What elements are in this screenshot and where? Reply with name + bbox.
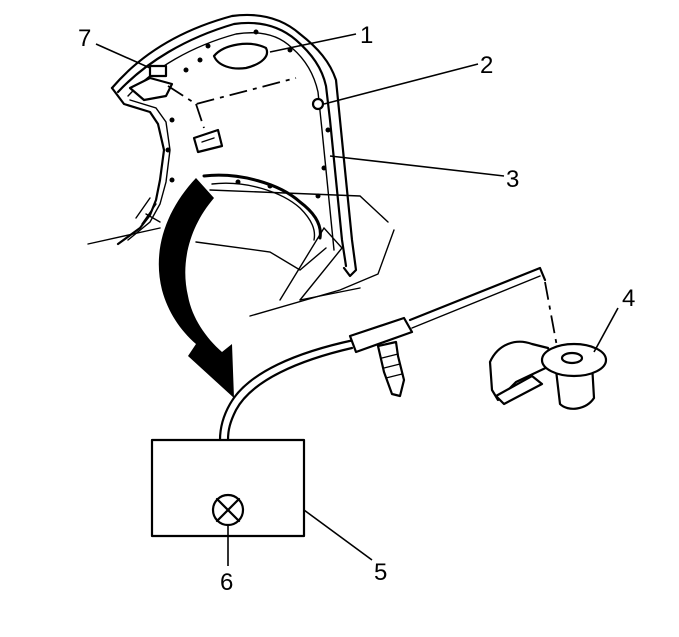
- harness-drop: [195, 103, 205, 129]
- harness-line: [408, 266, 547, 322]
- leader-7: [95, 43, 151, 69]
- trunk-body: [87, 189, 395, 317]
- leader-2: [323, 63, 479, 105]
- lamp-plate: [192, 128, 224, 154]
- push-pin: [376, 340, 406, 398]
- lid-fastener: [197, 57, 203, 63]
- callout-3: 3: [506, 166, 519, 193]
- lid-fastener: [321, 165, 327, 171]
- harness-line-inner: [411, 275, 541, 329]
- callout-7: 7: [78, 25, 91, 52]
- right-pocket: [212, 42, 269, 70]
- callout-5: 5: [374, 559, 387, 586]
- clip-tail: [494, 374, 544, 406]
- leader-5: [303, 509, 373, 561]
- lid-fastener: [325, 127, 331, 133]
- body-line: [299, 287, 361, 301]
- lid-fastener: [169, 117, 175, 123]
- hinge-strut: [135, 197, 161, 225]
- harness-connector: [218, 266, 559, 442]
- body-line: [195, 241, 327, 271]
- trunk-lid-outer-edge: [110, 13, 358, 278]
- callout-1: 1: [360, 22, 373, 49]
- lid-fastener: [165, 147, 171, 153]
- install-path: [544, 281, 559, 353]
- body-line: [279, 226, 343, 301]
- harness-cable: [226, 346, 354, 442]
- lid-fastener: [205, 43, 211, 49]
- body-line: [209, 189, 389, 223]
- push-pin-rib: [383, 363, 401, 369]
- lamp-symbol-cross: [215, 497, 241, 523]
- body-line: [87, 227, 161, 245]
- trunk-lid: [110, 13, 358, 278]
- harness-clip: [488, 340, 608, 410]
- callout-2: 2: [480, 52, 493, 79]
- trunk-lid-left-inner: [127, 99, 171, 241]
- clip-hole: [560, 351, 584, 365]
- trunk-lid-left-edge: [110, 86, 166, 246]
- lower-seal: [202, 173, 322, 240]
- harness-cable-outer: [218, 338, 356, 442]
- leader-4: [593, 307, 619, 353]
- lid-fastener: [183, 67, 189, 73]
- push-pin-rib: [381, 353, 399, 359]
- grommet: [311, 97, 325, 111]
- lid-fastener: [169, 177, 175, 183]
- leader-1: [269, 33, 357, 53]
- lamp-plate-line: [201, 137, 215, 143]
- view-arrow: [158, 178, 234, 398]
- harness-connector-body: [348, 316, 414, 354]
- lid-fastener: [253, 29, 259, 35]
- body-line: [249, 229, 395, 317]
- lower-seal-inner: [211, 182, 316, 241]
- trunk-lid-flange: [127, 32, 335, 251]
- callout-6: 6: [220, 569, 233, 596]
- harness-route: [167, 77, 297, 105]
- callout-4: 4: [622, 285, 635, 312]
- leader-lines: [95, 33, 619, 566]
- lamp-bracket: [148, 64, 168, 78]
- trunk-lid-inner-edge: [116, 21, 348, 268]
- push-pin-rib: [385, 373, 403, 379]
- leader-3: [329, 155, 505, 177]
- left-lamp-pocket: [128, 76, 174, 102]
- lamp-module: [150, 438, 306, 538]
- view-arrow-highlight: [173, 235, 189, 313]
